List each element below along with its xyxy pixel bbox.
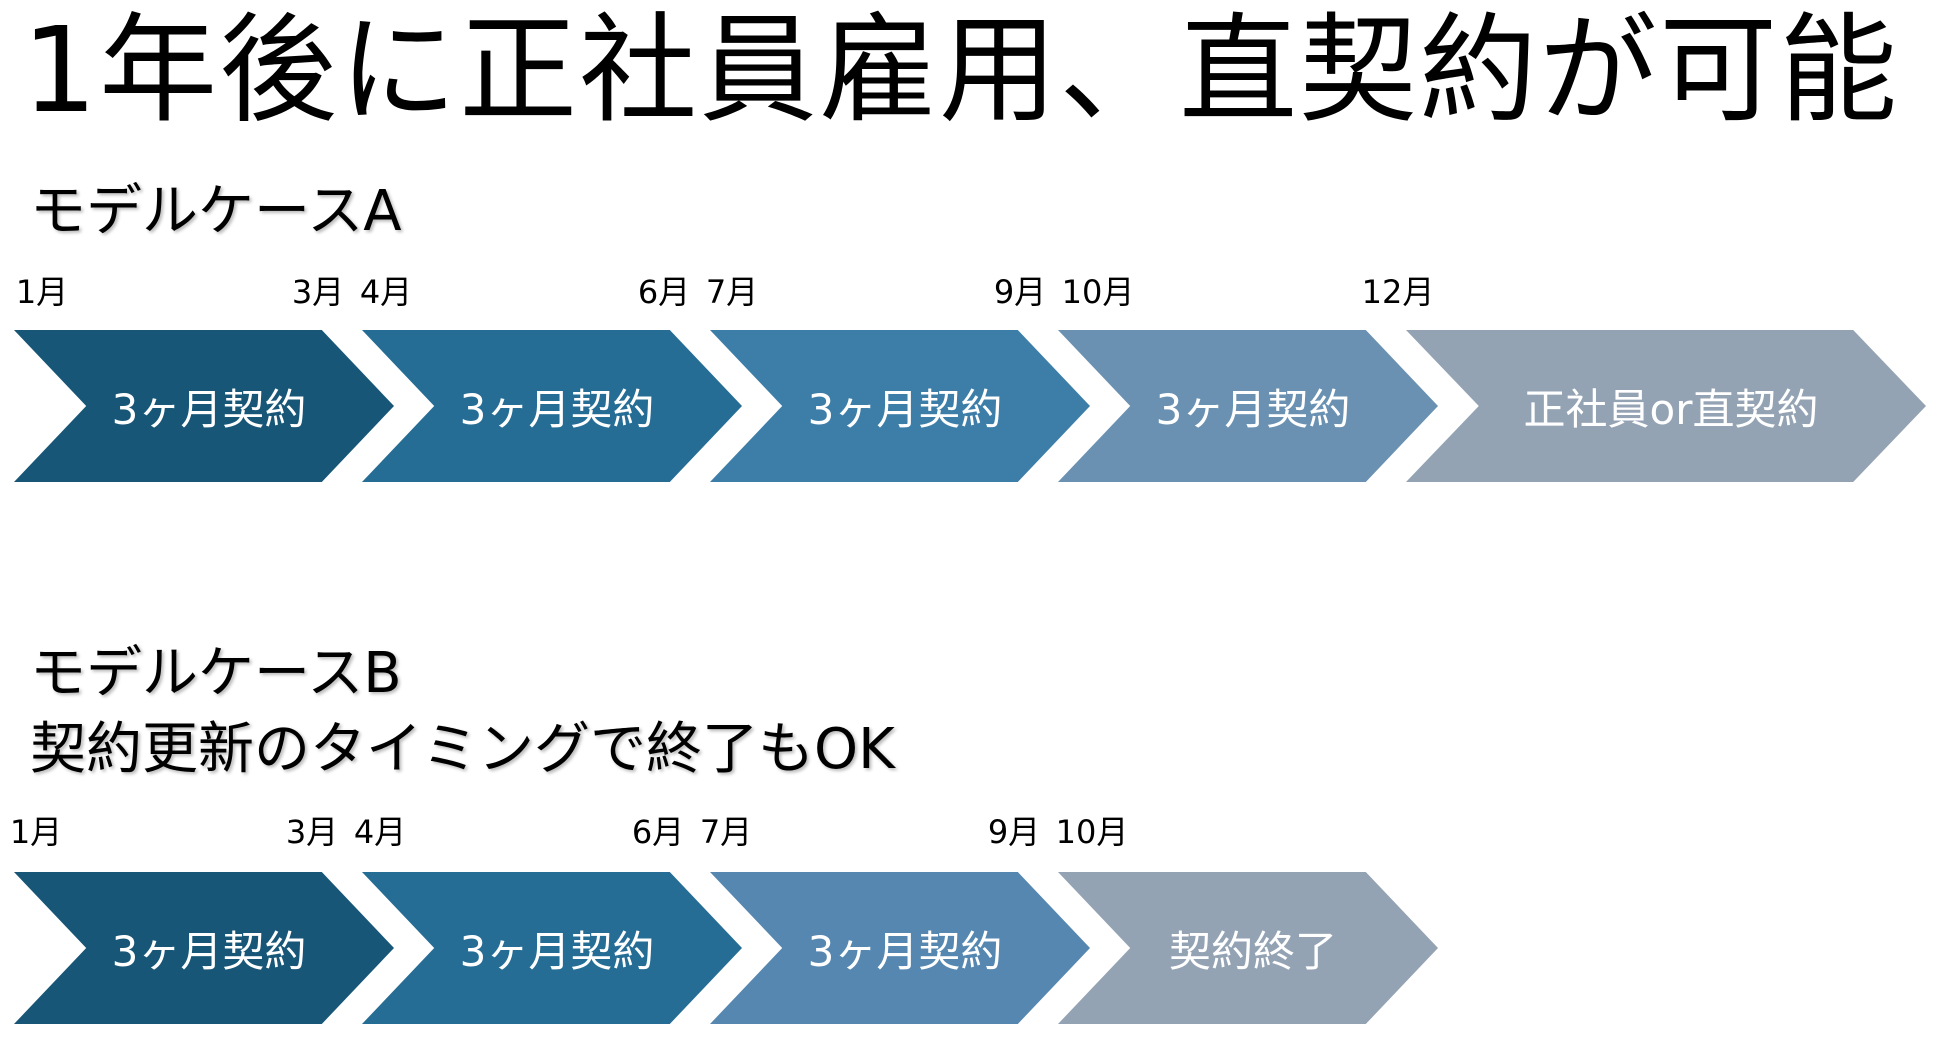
case-a-step-label: 3ヶ月契約 <box>111 384 307 434</box>
case-b-month-label: 6月 <box>631 813 685 851</box>
case-b-subtitle: 契約更新のタイミングで終了もOK <box>30 717 895 782</box>
case-a-month-label: 9月 <box>993 273 1047 311</box>
case-a-step: 3ヶ月契約 <box>362 330 742 482</box>
case-b-step-label: 3ヶ月契約 <box>459 926 655 976</box>
case-a-title: モデルケースA <box>30 179 402 244</box>
case-b-title: モデルケースB <box>30 641 402 706</box>
case-a-month-label: 6月 <box>637 273 691 311</box>
case-a-step: 正社員or直契約 <box>1406 330 1926 482</box>
case-b-step: 3ヶ月契約 <box>362 872 742 1024</box>
case-b-month-label: 4月 <box>353 813 407 851</box>
case-b-month-label: 1月 <box>9 813 63 851</box>
case-b-month-label: 3月 <box>285 813 339 851</box>
case-a-step: 3ヶ月契約 <box>710 330 1090 482</box>
case-b-step-label: 契約終了 <box>1168 926 1337 976</box>
case-a-month-label: 1月 <box>15 273 69 311</box>
case-a-month-label: 3月 <box>291 273 345 311</box>
case-b-step-label: 3ヶ月契約 <box>807 926 1003 976</box>
case-a-month-label: 10月 <box>1061 273 1135 311</box>
case-b-step-label: 3ヶ月契約 <box>111 926 307 976</box>
case-b-month-label: 7月 <box>699 813 753 851</box>
case-a-month-label: 12月 <box>1361 273 1435 311</box>
case-b-month-label: 9月 <box>987 813 1041 851</box>
case-a-step-label: 3ヶ月契約 <box>1155 384 1351 434</box>
case-a-month-label: 4月 <box>359 273 413 311</box>
case-a-step-label: 3ヶ月契約 <box>459 384 655 434</box>
case-b-month-label: 10月 <box>1055 813 1129 851</box>
case-a-step: 3ヶ月契約 <box>14 330 394 482</box>
case-b-step: 3ヶ月契約 <box>14 872 394 1024</box>
case-a-step-label: 3ヶ月契約 <box>807 384 1003 434</box>
page-title: 1年後に正社員雇用、直契約が可能 <box>22 1 1900 139</box>
case-a-month-label: 7月 <box>705 273 759 311</box>
case-b-step: 契約終了 <box>1058 872 1438 1024</box>
case-a-step: 3ヶ月契約 <box>1058 330 1438 482</box>
case-b-step: 3ヶ月契約 <box>710 872 1090 1024</box>
case-a-step-label: 正社員or直契約 <box>1523 384 1819 434</box>
